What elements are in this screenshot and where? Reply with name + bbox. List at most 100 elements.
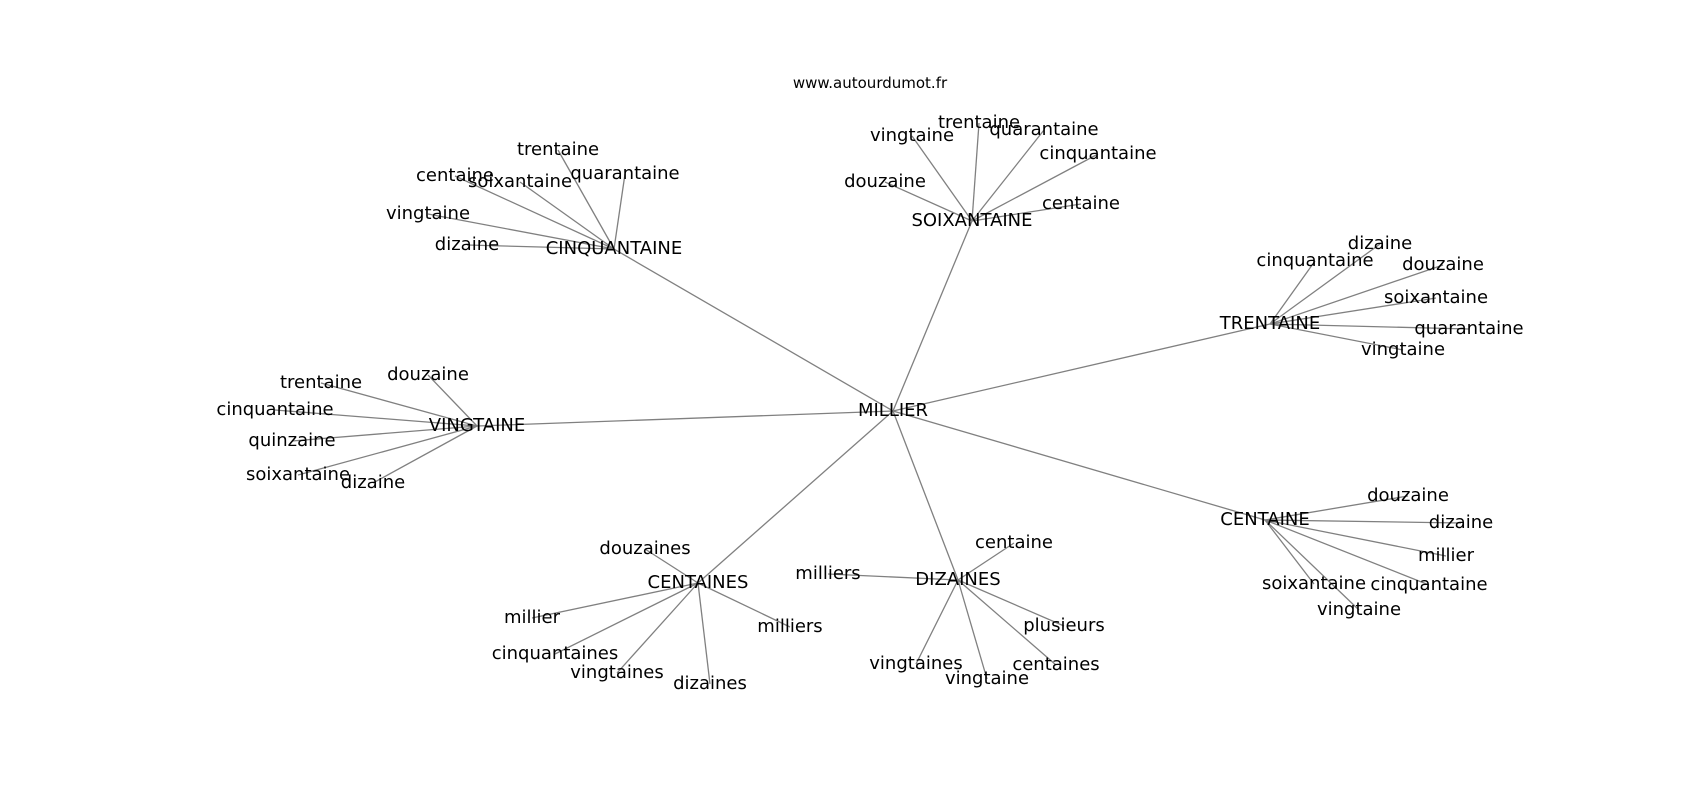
edge-hub-leaf (454, 175, 615, 250)
hub-node-label: CENTAINES (648, 572, 749, 593)
edge-hub-leaf (427, 374, 478, 427)
edge-hub-leaf (915, 579, 959, 665)
edge-center-hub (892, 410, 959, 581)
edge-hub-leaf (1264, 495, 1409, 521)
edge-hub-leaf (557, 149, 615, 250)
leaf-node-label: dizaines (673, 673, 747, 694)
edge-hub-leaf (291, 425, 478, 442)
leaf-node-label: vingtaine (870, 125, 954, 146)
leaf-node-label: plusieurs (1023, 615, 1104, 636)
leaf-node-label: vingtaines (570, 662, 663, 683)
leaf-node-label: vingtaine (945, 668, 1029, 689)
hub-node-label: SOIXANTAINE (911, 210, 1032, 231)
edge-hub-leaf (1264, 519, 1447, 557)
edge-center-hub (892, 220, 973, 412)
edge-hub-leaf (274, 409, 478, 427)
leaf-node-label: douzaine (1402, 254, 1484, 275)
leaf-node-label: quarantaine (570, 163, 679, 184)
center-node-label: MILLIER (858, 400, 928, 421)
edge-hub-leaf (1269, 260, 1316, 325)
leaf-node-label: trentaine (938, 112, 1020, 133)
edge-hub-leaf (911, 135, 973, 222)
leaf-node-label: vingtaine (1317, 599, 1401, 620)
edge-hub-leaf (957, 579, 988, 680)
leaf-node-label: cinquantaines (492, 643, 619, 664)
labels-layer: MILLIERCINQUANTAINEtrentainecentainesoix… (216, 112, 1523, 694)
leaf-node-label: quinzaine (248, 430, 335, 451)
edge-hub-leaf (957, 579, 1057, 666)
leaf-node-label: millier (1418, 545, 1475, 566)
leaf-node-label: vingtaine (386, 203, 470, 224)
edge-hub-leaf (957, 579, 1065, 627)
leaf-node-label: centaine (975, 532, 1053, 553)
edge-hub-leaf (697, 582, 791, 628)
leaf-node-label: douzaine (1367, 485, 1449, 506)
hub-node-label: CENTAINE (1220, 509, 1309, 530)
edge-hub-leaf (531, 582, 699, 619)
edge-hub-leaf (1264, 519, 1360, 611)
hub-node-label: VINGTAINE (429, 415, 525, 436)
leaf-node-label: millier (504, 607, 561, 628)
leaf-node-label: soixantaine (468, 171, 572, 192)
leaf-node-label: dizaine (435, 234, 499, 255)
edge-hub-leaf (616, 582, 699, 674)
edge-hub-leaf (1269, 323, 1470, 330)
edge-hub-leaf (1264, 519, 1315, 585)
leaf-node-label: soixantaine (1262, 573, 1366, 594)
leaf-node-label: cinquantaine (1370, 574, 1487, 595)
edge-hub-leaf (466, 244, 615, 250)
edge-hub-leaf (1269, 323, 1404, 351)
leaf-node-label: soixantaine (1384, 287, 1488, 308)
leaf-node-label: soixantaine (246, 464, 350, 485)
edge-hub-leaf (884, 181, 973, 222)
leaf-node-label: dizaine (341, 472, 405, 493)
leaf-node-label: vingtaine (1361, 339, 1445, 360)
edge-hub-leaf (1269, 243, 1381, 325)
edge-hub-leaf (957, 542, 1015, 581)
edge-hub-leaf (971, 153, 1099, 222)
edge-hub-leaf (971, 122, 980, 222)
edges-layer (274, 122, 1470, 685)
edge-hub-leaf (971, 203, 1082, 222)
edge-center-hub (613, 248, 894, 412)
leaf-node-label: quarantaine (989, 119, 1098, 140)
leaf-node-label: milliers (795, 563, 860, 584)
leaf-node-label: douzaine (844, 171, 926, 192)
edge-hub-leaf (827, 573, 959, 581)
edge-center-hub (892, 410, 1266, 521)
leaf-node-label: centaine (1042, 193, 1120, 214)
edge-hub-leaf (519, 181, 615, 250)
edge-hub-leaf (971, 129, 1045, 222)
leaf-node-label: centaines (1012, 654, 1099, 675)
edge-hub-leaf (554, 582, 699, 655)
edge-hub-leaf (613, 173, 626, 250)
edge-hub-leaf (697, 582, 711, 685)
edge-hub-leaf (320, 382, 478, 427)
leaf-node-label: trentaine (517, 139, 599, 160)
leaf-node-label: centaine (416, 165, 494, 186)
edge-hub-leaf (297, 425, 478, 476)
leaf-node-label: vingtaines (869, 653, 962, 674)
edge-center-hub (476, 410, 894, 427)
hub-node-label: CINQUANTAINE (546, 238, 683, 259)
leaf-node-label: cinquantaine (1256, 250, 1373, 271)
edge-center-hub (697, 410, 894, 584)
edge-hub-leaf (1264, 519, 1430, 586)
leaf-node-label: douzaines (599, 538, 690, 559)
leaf-node-label: dizaine (1429, 512, 1493, 533)
leaf-node-label: cinquantaine (1039, 143, 1156, 164)
source-label: www.autourdumot.fr (793, 74, 948, 92)
leaf-node-label: cinquantaine (216, 399, 333, 420)
leaf-node-label: milliers (757, 616, 822, 637)
edge-hub-leaf (1269, 297, 1437, 325)
edge-center-hub (892, 323, 1271, 412)
leaf-node-label: trentaine (280, 372, 362, 393)
leaf-node-label: douzaine (387, 364, 469, 385)
edge-hub-leaf (372, 425, 478, 484)
leaf-node-label: quarantaine (1414, 318, 1523, 339)
edge-hub-leaf (1269, 264, 1444, 325)
edge-hub-leaf (427, 213, 615, 250)
leaf-node-label: dizaine (1348, 233, 1412, 254)
hub-node-label: TRENTAINE (1219, 313, 1320, 334)
